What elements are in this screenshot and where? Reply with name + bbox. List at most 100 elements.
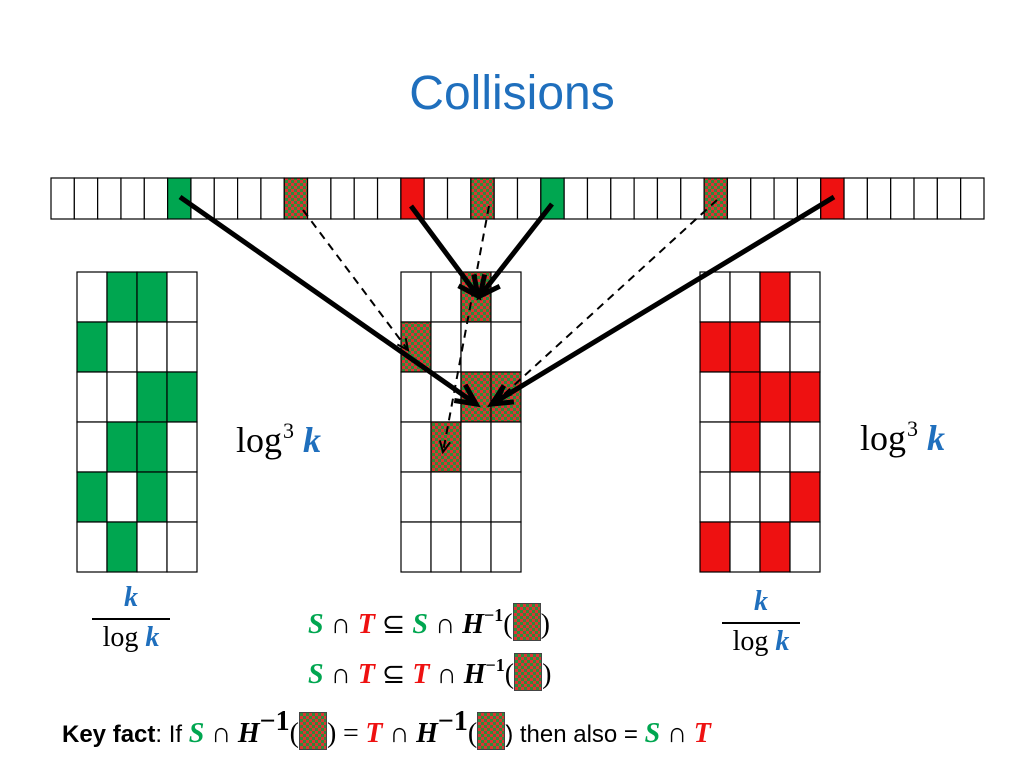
grid-cell	[490, 471, 522, 523]
collision-cell-icon	[514, 653, 543, 691]
grid-cell	[460, 471, 492, 523]
grid-cell	[699, 271, 731, 323]
grid-cell	[76, 521, 108, 573]
array-cell	[516, 177, 542, 220]
array-cell	[120, 177, 145, 220]
grid-t	[699, 271, 821, 573]
array-cell	[330, 177, 355, 220]
array-cell	[73, 177, 99, 220]
dashed-arrow	[302, 209, 409, 351]
grid-cell	[490, 421, 522, 473]
grid-cell	[759, 421, 791, 473]
array-cell	[423, 177, 449, 220]
array-cell	[890, 177, 915, 220]
array-cell	[913, 177, 938, 220]
grid-cell	[460, 521, 492, 573]
grid-cell	[729, 471, 761, 523]
grid-cell	[136, 321, 168, 373]
grid-cell	[699, 521, 731, 573]
grid-cell	[400, 421, 432, 473]
grid-cell	[729, 271, 761, 323]
grid-cell	[76, 271, 108, 323]
grid-cell	[699, 421, 731, 473]
grid-cell	[490, 521, 522, 573]
grid-cell	[76, 321, 108, 373]
grid-cell	[76, 471, 108, 523]
grid-cell	[76, 371, 108, 423]
array-cell	[703, 177, 729, 220]
hash-array	[50, 177, 985, 220]
grid-cell	[136, 421, 168, 473]
grid-cell	[759, 371, 791, 423]
grid-cell	[490, 271, 522, 323]
grid-cell	[789, 521, 821, 573]
grid-cell	[699, 371, 731, 423]
grid-cell	[430, 321, 462, 373]
array-cell	[97, 177, 122, 220]
grid-cell	[699, 471, 731, 523]
dashed-arrow	[499, 199, 718, 399]
height-label-left: log3 k	[236, 418, 322, 460]
array-cell	[936, 177, 962, 220]
grid-cell	[460, 421, 492, 473]
array-cell	[610, 177, 635, 220]
grid-cell	[759, 271, 791, 323]
array-cell	[586, 177, 612, 220]
grid-cell	[76, 421, 108, 473]
grid-cell	[789, 371, 821, 423]
array-cell	[143, 177, 169, 220]
grid-cell	[166, 321, 198, 373]
grid-cell	[400, 471, 432, 523]
grid-cell	[759, 321, 791, 373]
grid-collisions	[400, 271, 522, 573]
array-cell	[470, 177, 495, 220]
grid-cell	[136, 471, 168, 523]
array-cell	[633, 177, 659, 220]
grid-cell	[166, 521, 198, 573]
equation-line-2: S ∩ T ⊆ T ∩ H−1()	[308, 653, 552, 691]
array-cell	[260, 177, 285, 220]
grid-cell	[166, 371, 198, 423]
array-cell	[353, 177, 379, 220]
array-cell	[680, 177, 705, 220]
grid-cell	[106, 421, 138, 473]
width-label-left: k log k	[86, 582, 176, 654]
grid-cell	[430, 471, 462, 523]
array-cell	[750, 177, 775, 220]
grid-cell	[729, 521, 761, 573]
arrow-head	[396, 338, 410, 352]
array-cell	[306, 177, 332, 220]
array-cell	[493, 177, 519, 220]
array-cell	[866, 177, 892, 220]
grid-cell	[729, 321, 761, 373]
arrow-head	[498, 386, 512, 400]
slide-title: Collisions	[409, 67, 615, 120]
grid-cell	[166, 421, 198, 473]
collision-cell-icon	[477, 712, 506, 750]
grid-cell	[166, 471, 198, 523]
grid-cell	[729, 371, 761, 423]
equation-line-1: S ∩ T ⊆ S ∩ H−1()	[308, 603, 550, 641]
grid-cell	[699, 321, 731, 373]
array-cell	[50, 177, 75, 220]
height-label-right: log3 k	[860, 416, 946, 458]
arrow-head	[438, 440, 451, 455]
grid-cell	[106, 271, 138, 323]
grid-cell	[729, 421, 761, 473]
grid-cell	[430, 371, 462, 423]
array-cell	[960, 177, 985, 220]
grid-cell	[430, 271, 462, 323]
solid-arrow	[490, 194, 836, 407]
grid-cell	[490, 321, 522, 373]
array-cell	[656, 177, 682, 220]
array-cell	[773, 177, 799, 220]
width-label-right: k log k	[716, 586, 806, 658]
array-cell	[213, 177, 239, 220]
grid-cell	[759, 471, 791, 523]
grid-cell	[136, 521, 168, 573]
solid-arrow	[478, 202, 554, 298]
grid-cell	[460, 321, 492, 373]
grid-cell	[759, 521, 791, 573]
array-cell	[563, 177, 589, 220]
grid-cell	[166, 271, 198, 323]
